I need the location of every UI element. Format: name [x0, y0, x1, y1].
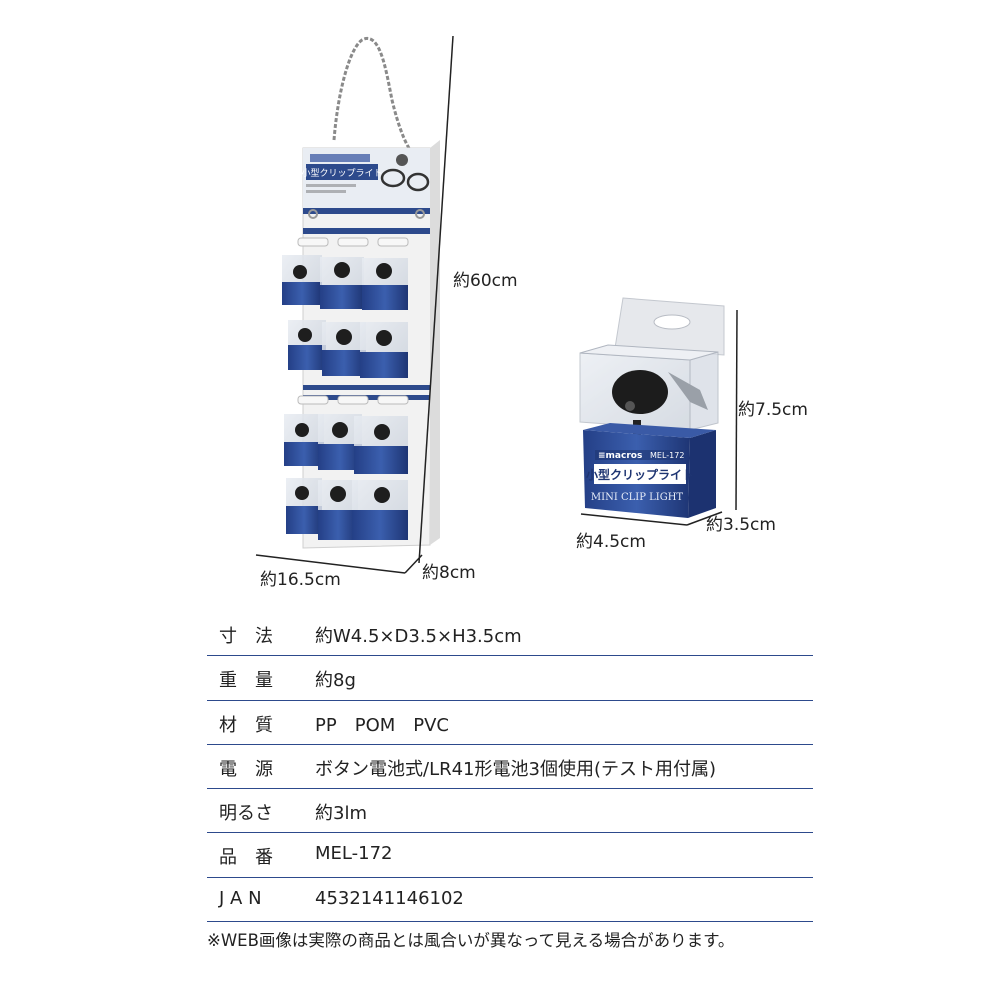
- header-card-title: 小型クリップライト: [301, 168, 382, 179]
- display-stand: 小型クリップライト: [282, 36, 440, 549]
- spec-label: 材 質: [219, 714, 273, 736]
- spec-row-brightness: 明るさ 約3lm: [207, 789, 813, 834]
- spec-row-power: 電 源 ボタン電池式/LR41形電池3個使用(テスト用付属): [207, 745, 813, 790]
- spec-value: 約8g: [315, 670, 356, 692]
- spec-row-model-number: 品 番 MEL-172: [207, 833, 813, 878]
- product-photos: 小型クリップライト: [255, 35, 738, 574]
- package-dimension-lines: [580, 309, 738, 526]
- spec-label: 明るさ: [219, 803, 273, 825]
- stand-width-label: 約16.5cm: [260, 570, 341, 590]
- spec-label: J A N: [219, 887, 262, 909]
- package-depth-label: 約3.5cm: [706, 515, 776, 535]
- spec-value: 約3lm: [315, 803, 367, 825]
- spec-row-material: 材 質 PP POM PVC: [207, 701, 813, 745]
- spec-row-weight: 重 量 約8g: [207, 656, 813, 701]
- spec-value: 4532141146102: [315, 887, 464, 909]
- spec-label: 重 量: [219, 670, 273, 692]
- package-name-jp: 小型クリップライト: [586, 467, 694, 482]
- package-height-label: 約7.5cm: [738, 400, 808, 420]
- package-width-label: 約4.5cm: [576, 532, 646, 552]
- spec-value: 約W4.5×D3.5×H3.5cm: [315, 626, 522, 647]
- spec-value: ボタン電池式/LR41形電池3個使用(テスト用付属): [315, 758, 716, 780]
- disclaimer-note: ※WEB画像は実際の商品とは風合いが異なって見える場合があります。: [207, 931, 735, 950]
- package-model: MEL-172: [650, 451, 684, 460]
- spec-value: PP POM PVC: [315, 714, 449, 736]
- package-name-en: MINI CLIP LIGHT: [591, 492, 684, 503]
- stand-dimension-lines: [255, 35, 454, 574]
- spec-value: MEL-172: [315, 843, 393, 865]
- stand-height-label: 約60cm: [453, 271, 518, 291]
- spec-label: 品 番: [219, 847, 273, 869]
- package-brand: ≡macros: [598, 451, 642, 461]
- spec-label: 電 源: [219, 758, 273, 780]
- stand-depth-label: 約8cm: [422, 563, 476, 583]
- spec-row-jan: J A N 4532141146102: [207, 878, 813, 923]
- single-package: ≡macros MEL-172 小型クリップライト MINI CLIP LIGH…: [579, 297, 725, 518]
- spec-label: 寸 法: [219, 626, 273, 647]
- spec-row-size: 寸 法 約W4.5×D3.5×H3.5cm: [207, 612, 813, 657]
- spec-table: 寸 法 約W4.5×D3.5×H3.5cm 重 量 約8g 材 質 PP POM…: [207, 612, 813, 923]
